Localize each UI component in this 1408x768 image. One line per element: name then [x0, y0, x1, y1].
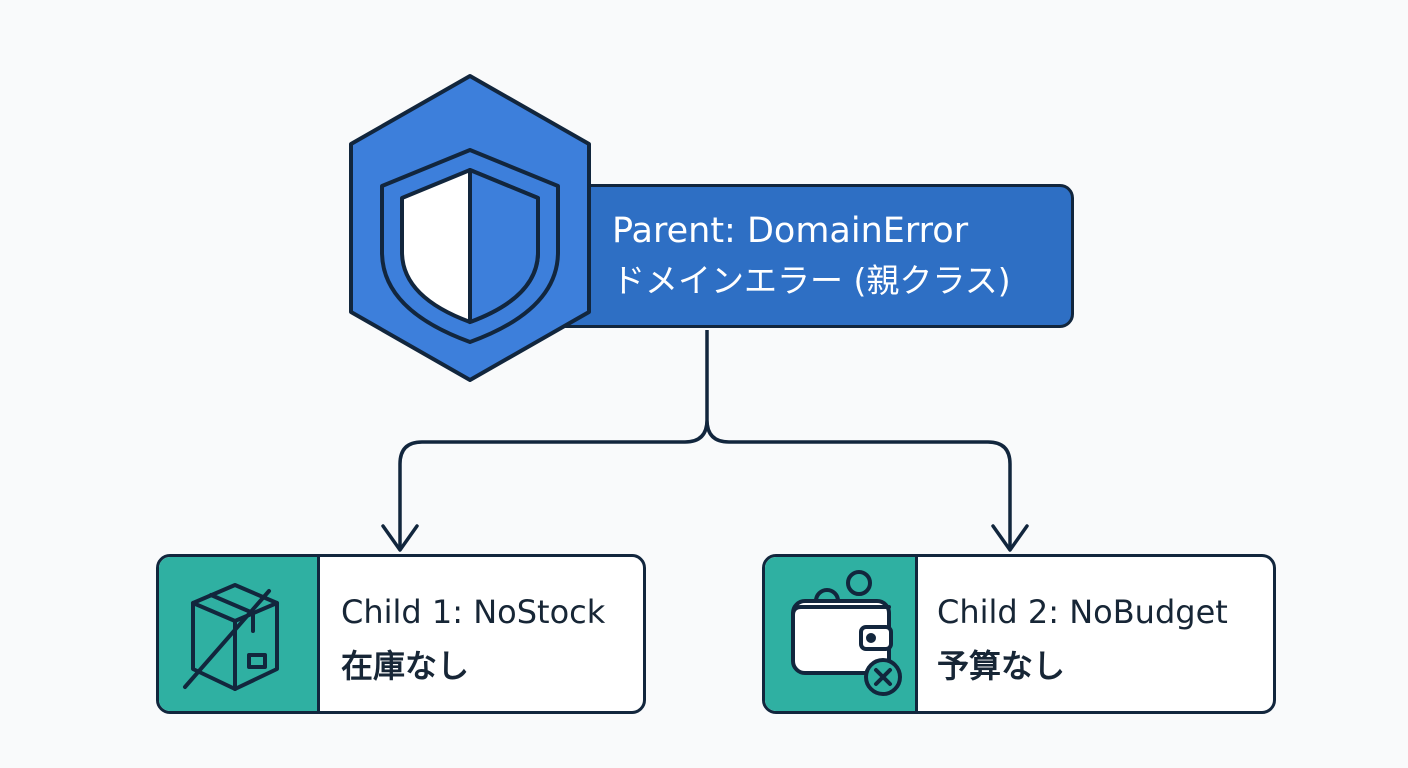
parent-label: Parent: DomainError ドメインエラー (親クラス) [612, 206, 1062, 306]
child-label: Child 2: NoBudget 予算なし [937, 585, 1228, 693]
child-label: Child 1: NoStock 在庫なし [341, 585, 605, 693]
parent-subtitle: ドメインエラー (親クラス) [612, 261, 1011, 300]
arrowhead-child-2 [991, 524, 1029, 552]
child-subtitle: 予算なし [937, 647, 1066, 685]
parent-node [552, 184, 1074, 328]
icon-cell [765, 557, 918, 711]
connector-parent-to-children [398, 330, 1012, 548]
icon-cell [159, 557, 320, 711]
child-node-nobudget: Child 2: NoBudget 予算なし [762, 554, 1276, 714]
child-node-nostock: Child 1: NoStock 在庫なし [156, 554, 646, 714]
child-title: Child 1: NoStock [341, 593, 606, 631]
parent-title: Parent: DomainError [612, 211, 969, 251]
child-subtitle: 在庫なし [341, 647, 470, 685]
shield-icon [346, 72, 594, 384]
arrowhead-child-1 [381, 524, 419, 552]
wallet-error-icon [791, 570, 902, 696]
child-title: Child 2: NoBudget [937, 593, 1228, 631]
crossed-out-box-icon [183, 583, 279, 691]
